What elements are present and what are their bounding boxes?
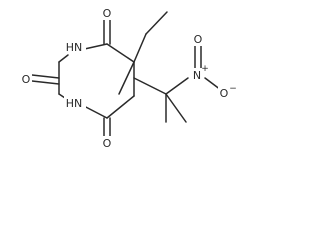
atom-nh-lower: HN — [66, 97, 83, 110]
bond-c4-c5-link — [106, 95, 135, 119]
bond-c5-c4 — [118, 61, 135, 95]
atom-oxygen-nitro-right: O — [220, 87, 229, 100]
nitro-o-charge: − — [229, 84, 237, 94]
atom-oxygen-left: O — [22, 73, 31, 86]
bond-c5-ethyl-ch2 — [133, 33, 147, 63]
bond-c6-c5 — [106, 43, 135, 63]
bond-c2-n1 — [58, 54, 69, 63]
bond-c5-cq — [133, 77, 167, 95]
atom-oxygen-bottom: O — [103, 137, 112, 150]
nitro-n-charge: + — [201, 64, 209, 74]
bond-c2-o-left-a — [31, 74, 60, 79]
bond-ethyl-ch2-ch3 — [145, 11, 168, 35]
atom-oxygen-top: O — [103, 7, 112, 20]
atom-nh-upper: HN — [66, 41, 83, 54]
bond-c2-o-left-b — [31, 80, 60, 85]
molecule-structure: O HN O HN O N + O O − — [20, 6, 237, 150]
atom-oxygen-nitro-top: O — [194, 33, 203, 46]
atom-nitrogen-nitro: N — [193, 69, 201, 82]
bond-cq-n — [165, 77, 189, 95]
bond-cq-methyl-right — [165, 93, 187, 123]
